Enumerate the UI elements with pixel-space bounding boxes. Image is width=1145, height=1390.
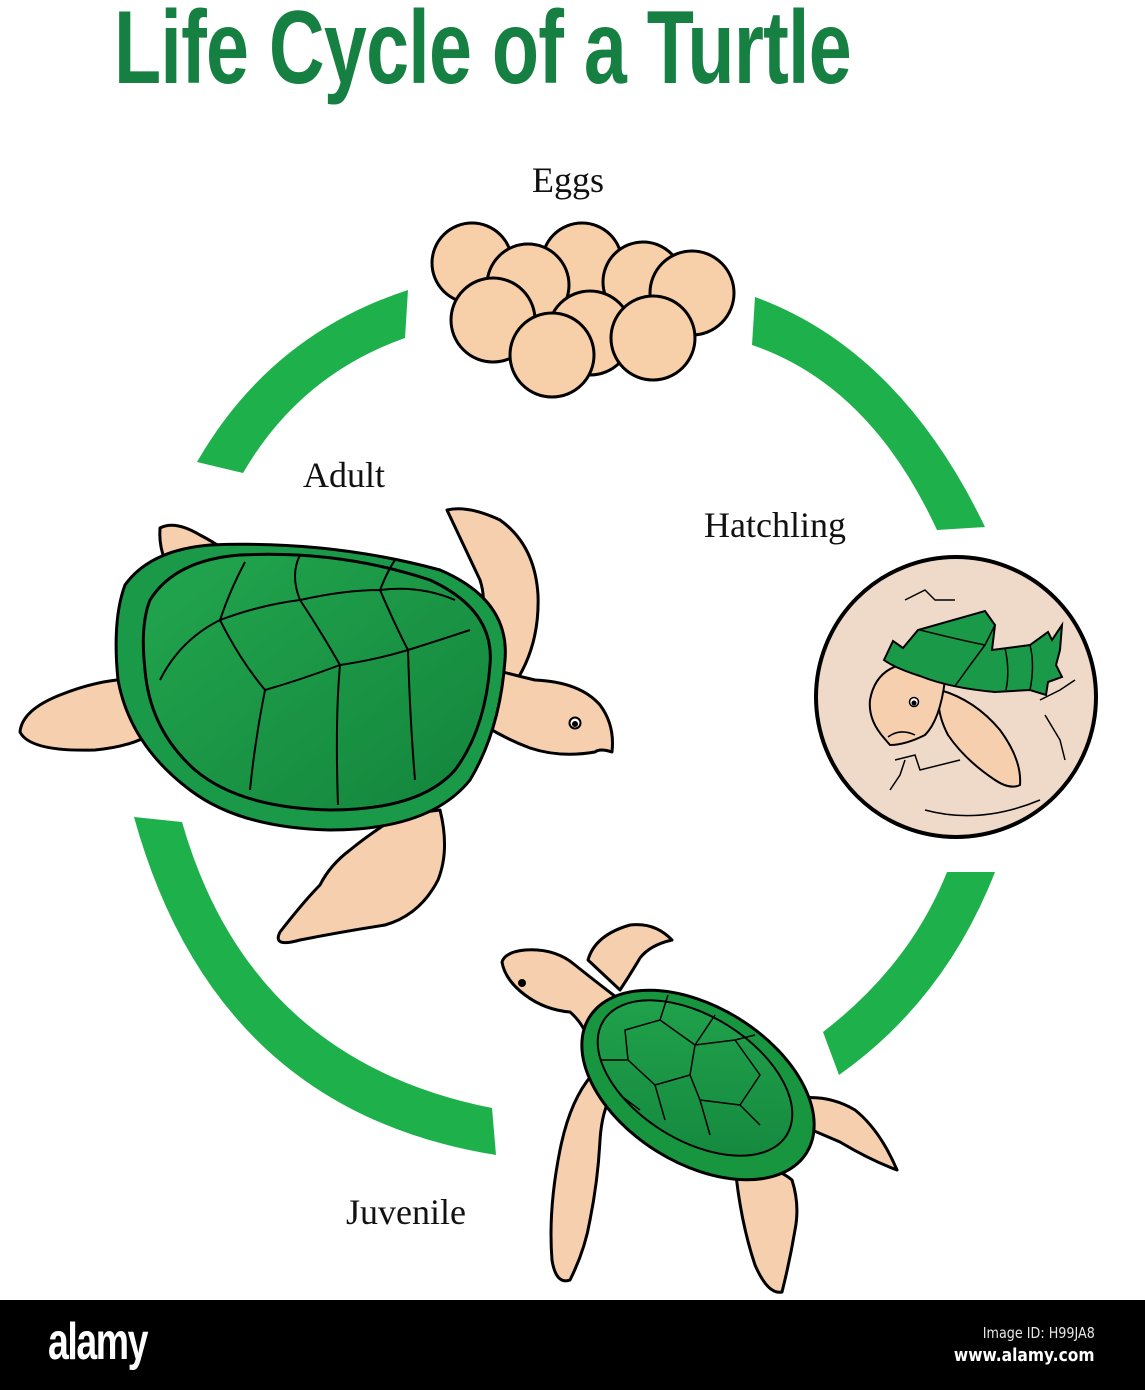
egg-cluster-icon [430,221,736,399]
alamy-logo: alamy [48,1313,148,1371]
juvenile-turtle-icon [500,923,899,1294]
stage-label-hatchling: Hatchling [704,505,846,545]
hatchling-turtle-icon [814,555,1098,839]
stage-label-juvenile: Juvenile [346,1192,466,1232]
image-id-text: Image ID: H99JA8 [982,1324,1095,1342]
arc-juvenile-to-adult [134,817,496,1155]
website-link[interactable]: www.alamy.com [954,1345,1095,1366]
arc-adult-to-eggs [197,290,408,473]
arc-eggs-to-hatchling [752,297,985,530]
life-cycle-diagram [18,221,1098,1294]
cycle-arrows [134,290,995,1155]
stage-label-eggs: Eggs [532,160,604,200]
watermark-footer: alamy Image ID: H99JA8 www.alamy.com [0,1300,1145,1390]
diagram-title: Life Cycle of a Turtle [114,0,852,106]
adult-turtle-icon [18,507,614,945]
stage-label-adult: Adult [303,455,386,495]
arc-hatchling-to-juvenile [823,872,995,1075]
